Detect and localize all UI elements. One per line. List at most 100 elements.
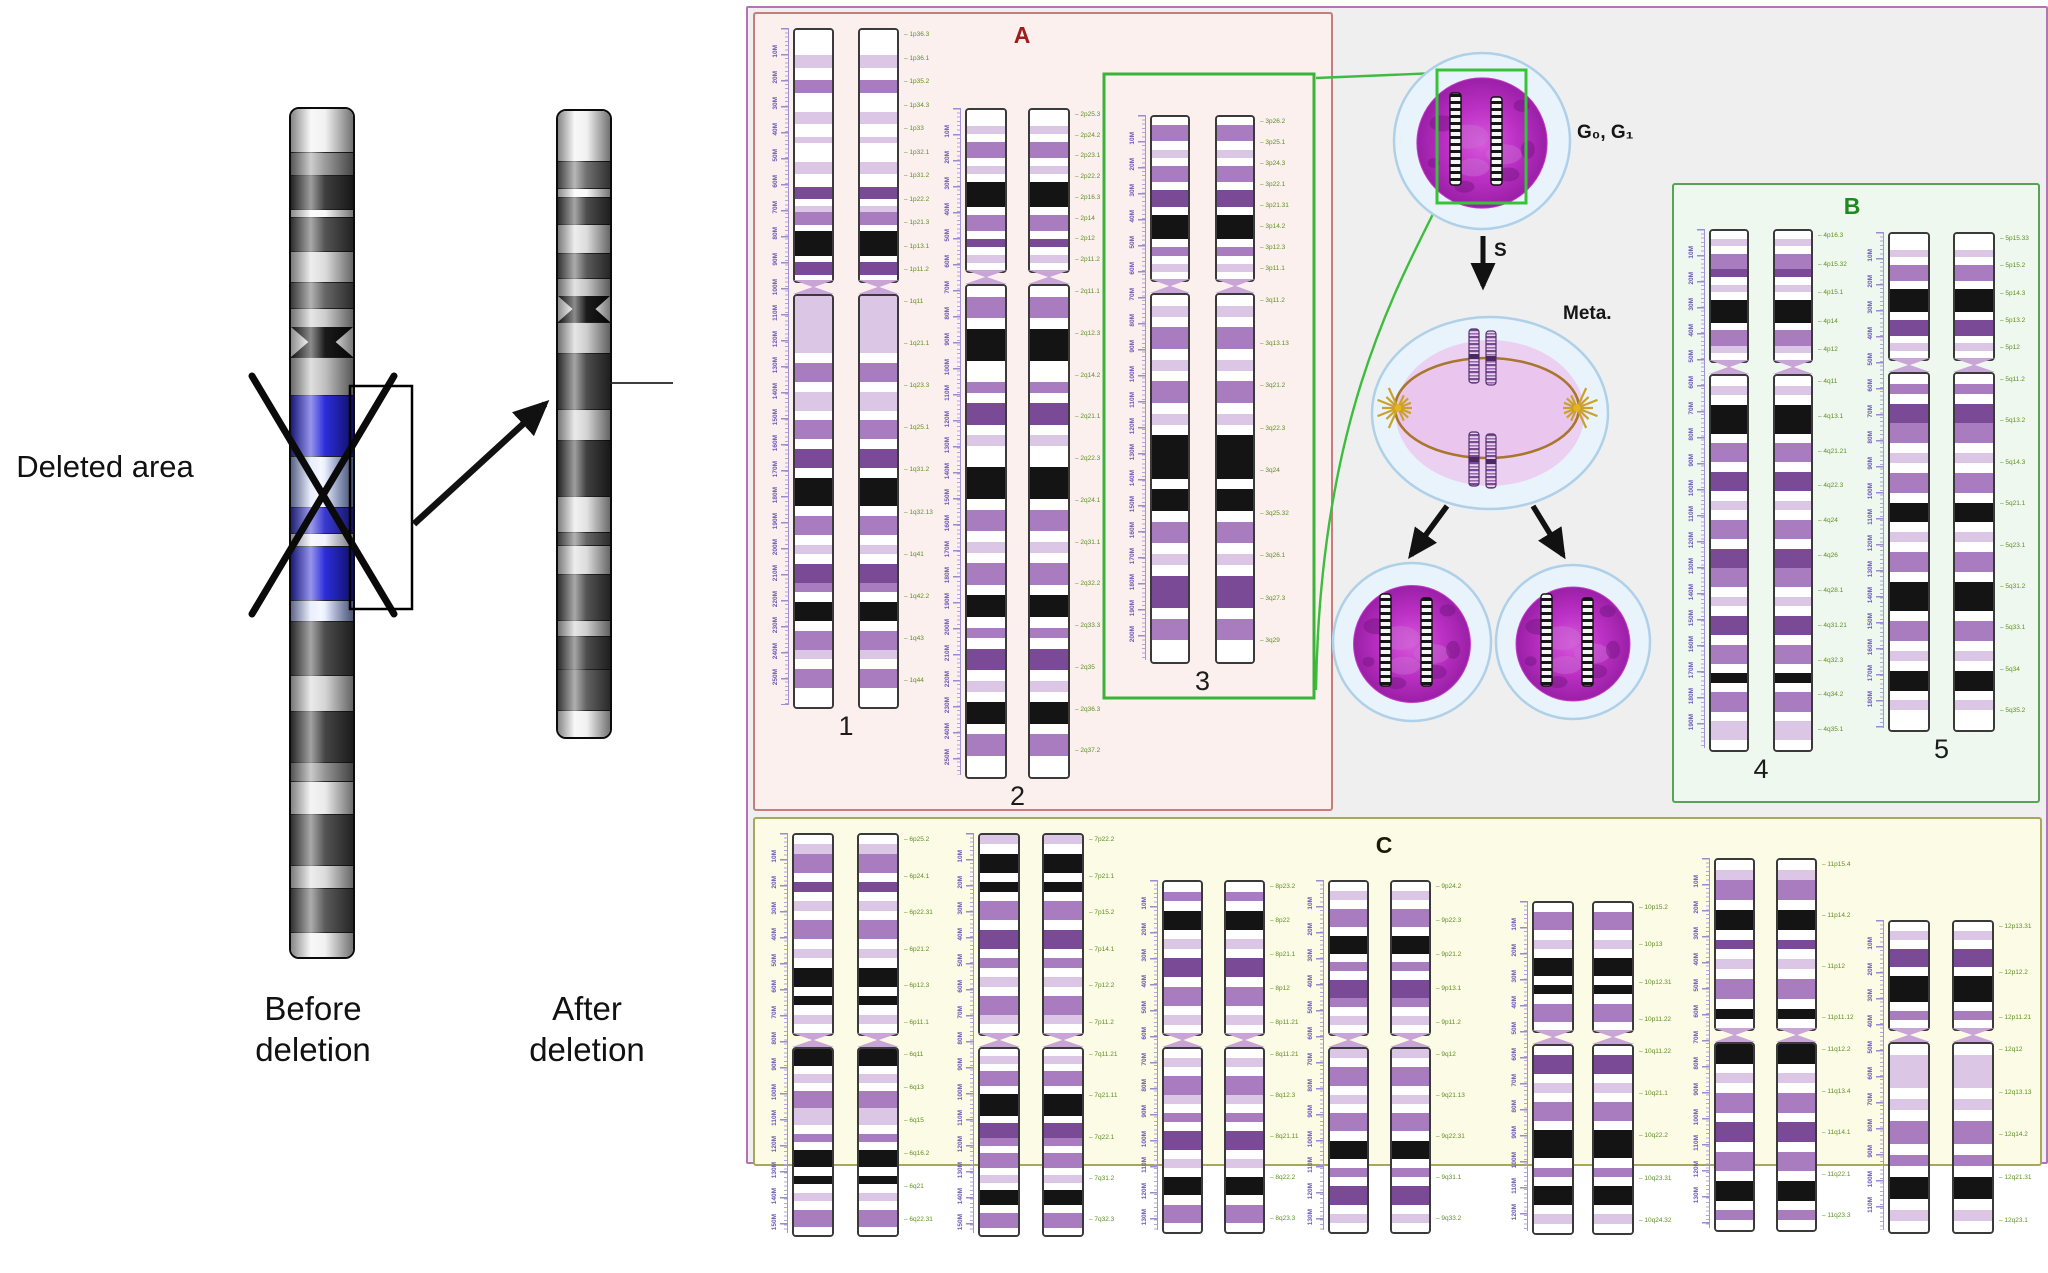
chromosome-band: [860, 649, 897, 660]
centromere: [1162, 1033, 1203, 1047]
chromosome-band: [860, 439, 897, 449]
band-label: – 3q26.1: [1260, 552, 1286, 560]
chromosome-band: [967, 403, 1005, 425]
ruler-tick-label: 180M: [1687, 688, 1695, 705]
chromosome-band: [980, 1071, 1018, 1087]
chromosome-band: [1217, 271, 1253, 280]
chromosome-band: [1030, 755, 1068, 777]
chromosome-band: [1030, 403, 1068, 425]
ruler-tick-label: 140M: [771, 383, 779, 400]
ruler-tick-label: 140M: [1128, 470, 1136, 487]
band-label: – 8p12: [1270, 985, 1290, 992]
chromosome-band: [794, 844, 832, 854]
chromosome-band: [980, 1123, 1018, 1139]
chromosome-band: [1534, 1074, 1572, 1084]
chromosome-band: [1775, 615, 1811, 635]
band-label: – 10p11.22: [1639, 1016, 1672, 1023]
band-label: – 1p33: [904, 125, 924, 132]
chromosome-band: [1030, 542, 1068, 553]
chromatid: [965, 108, 1007, 779]
chromosome-band: [859, 1125, 897, 1134]
chromosome-band: [859, 1082, 897, 1092]
ruler-tick-label: 70M: [771, 201, 779, 214]
ruler-tick-label: 100M: [956, 1084, 964, 1101]
chromosome-arm: [1162, 1047, 1203, 1234]
chromosome-band: [795, 582, 832, 593]
band-label: – 4p12: [1818, 346, 1838, 353]
gray-band: [291, 762, 353, 781]
band-label: – 9p13.1: [1436, 985, 1462, 992]
chromosome-band: [1164, 1149, 1201, 1159]
chromosome-band: [980, 967, 1018, 978]
chromosome-band: [1594, 957, 1632, 977]
chromosome-band: [980, 1145, 1018, 1154]
chromosome-band: [1716, 1210, 1753, 1221]
chromosome-band: [1955, 542, 1993, 553]
chromosome-arm: [1042, 833, 1084, 1036]
ruler-major-ticks: [1520, 901, 1528, 1231]
chromosome-band: [1152, 359, 1188, 371]
chromosome-band: [1226, 958, 1263, 977]
chromosome-arm: [1390, 880, 1431, 1036]
chromosome-band: [859, 1065, 897, 1075]
chromosome-band: [1955, 288, 1993, 313]
chromosome-band: [1778, 1181, 1815, 1201]
chromosome-band: [1044, 996, 1082, 1015]
band-label: – 6q11: [904, 1051, 924, 1058]
gray-band: [558, 636, 610, 669]
band-label: – 4q31.21: [1818, 621, 1847, 629]
chromosome-band: [967, 392, 1005, 404]
band-label: – 11q22.1: [1822, 1170, 1851, 1178]
chromosome-band: [1954, 939, 1992, 949]
band-label: – 2q12.3: [1075, 329, 1101, 337]
chromosome-band: [1152, 125, 1188, 142]
chromosome-band: [1330, 1131, 1367, 1141]
chromosome-band: [1955, 611, 1993, 622]
chromosome-arm: [1773, 229, 1813, 363]
chromosome-band: [1955, 312, 1993, 320]
ruler-tick-label: 110M: [1128, 392, 1136, 408]
chromosome-band: [794, 1150, 832, 1168]
ruler-tick-label: 40M: [1140, 975, 1148, 988]
ruler-tick-label: 30M: [1306, 949, 1314, 962]
band-label: – 2p16.3: [1075, 193, 1101, 201]
band-label: – 4q34.2: [1818, 691, 1844, 699]
chromosome-band: [1954, 966, 1992, 976]
chromosome-band: [1330, 1113, 1367, 1132]
chromosome-band: [1778, 1009, 1815, 1019]
chromosome-band: [860, 582, 897, 593]
chromosome-band: [1716, 899, 1753, 910]
chromosome-band: [1534, 948, 1572, 958]
chromosome-band: [1044, 948, 1082, 959]
band-label: – 4q24: [1818, 517, 1838, 525]
ruler-tick-label: 70M: [1866, 1093, 1874, 1106]
band-label: – 7p14.1: [1089, 945, 1115, 953]
gray-band: [291, 308, 353, 327]
deleted-region-callout-rect: [348, 384, 414, 611]
chromosome-arm: [978, 833, 1020, 1036]
ruler-tick-label: 150M: [1866, 613, 1874, 630]
ruler-tick-label: 60M: [1692, 1005, 1700, 1018]
chromosome-arm: [965, 284, 1007, 779]
chromosome-band: [1330, 1049, 1367, 1059]
chromosome-band: [1030, 230, 1068, 239]
chromatid: [1953, 232, 1995, 732]
chromosome-band: [860, 420, 897, 440]
chromosome-band: [1152, 206, 1188, 215]
chromosome-band: [1226, 1113, 1263, 1123]
ruler-tick-label: 110M: [1687, 506, 1695, 522]
centromere: [1224, 1033, 1265, 1047]
ruler-tick-label: 10M: [771, 45, 779, 58]
chromosome-band: [1711, 443, 1747, 463]
chromosome-band: [1890, 1055, 1928, 1089]
ruler-tick-label: 160M: [1128, 522, 1136, 539]
band-label: – 1q43: [904, 634, 924, 642]
chromosome-band: [1890, 423, 1928, 444]
chromosome-band: [1955, 502, 1993, 523]
ruler-tick-label: 10M: [770, 850, 778, 863]
chromatid: [1390, 880, 1431, 1234]
ruler-major-ticks: [1697, 229, 1705, 748]
centromere: [965, 270, 1007, 284]
chromosome-band: [1164, 910, 1201, 930]
